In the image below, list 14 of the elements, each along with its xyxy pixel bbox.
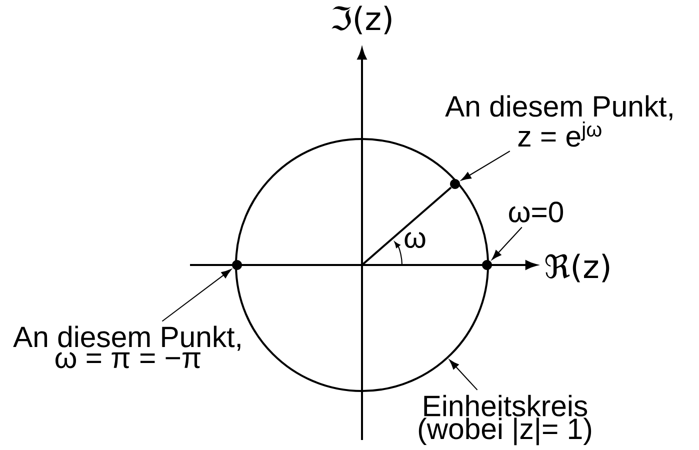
annotation-text: An diesem Punkt, ω = π = −π: [13, 326, 240, 368]
annotation-text: An diesem Punkt, z = e$^{jω}$: [445, 95, 672, 147]
point-dot: [232, 260, 242, 270]
radius-line: [361, 186, 452, 266]
point-dot: [482, 260, 492, 270]
axis-label: ℑ(z): [332, 6, 392, 34]
leader-arrow: [449, 360, 478, 390]
annotation-text: Einheitskreis (wobei |z|= 1): [418, 394, 592, 446]
leader-arrow: [461, 150, 510, 181]
axis-label: ℜ(z): [545, 254, 610, 282]
annotation-text: ω=0: [509, 202, 564, 222]
angle-label: ω: [404, 232, 426, 248]
leader-arrow: [162, 269, 232, 322]
leader-arrow: [492, 226, 522, 260]
